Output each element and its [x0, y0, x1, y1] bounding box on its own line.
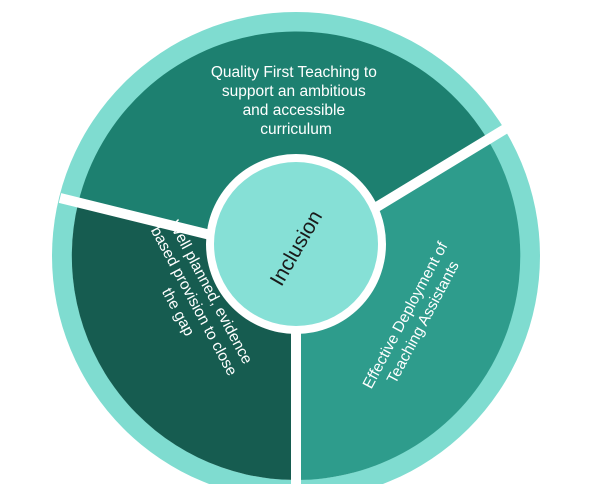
segment-label-top: Quality First Teaching to support an amb…	[211, 64, 381, 138]
center-circle	[214, 162, 378, 326]
